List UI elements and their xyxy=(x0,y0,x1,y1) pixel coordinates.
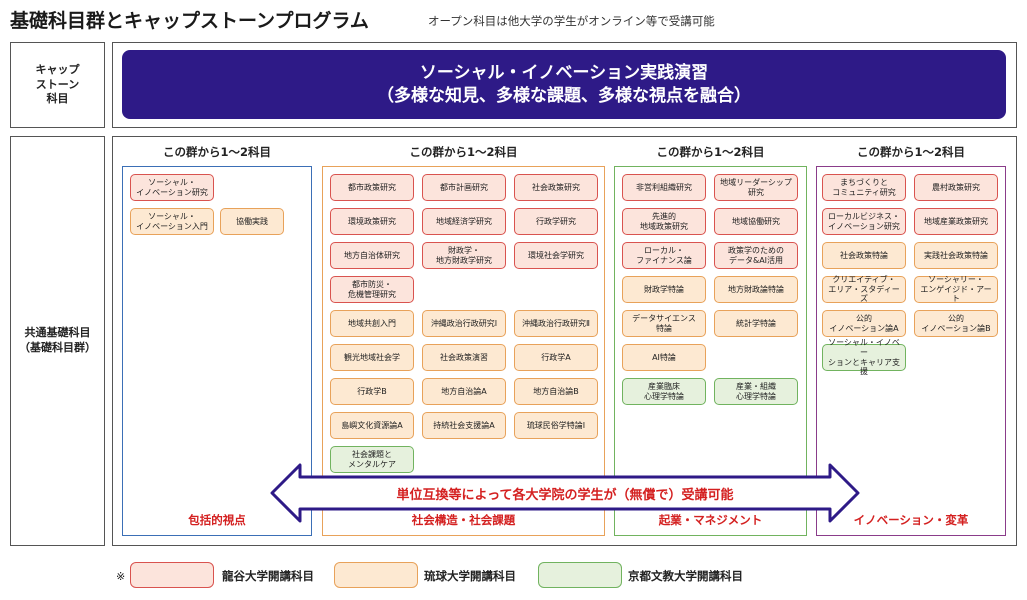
course-item: 地方自治体研究 xyxy=(330,242,414,269)
course-item: 農村政策研究 xyxy=(914,174,998,201)
course-item: 島嶼文化資源論A xyxy=(330,412,414,439)
legend-mark: ※ xyxy=(116,570,126,583)
course-item: 協働実践 xyxy=(220,208,284,235)
course-item: クリエイティブ・ エリア・スタディーズ xyxy=(822,275,906,303)
open-course-note: オープン科目は他大学の学生がオンライン等で受講可能 xyxy=(428,14,715,28)
course-item: 琉球民俗学特論Ⅰ xyxy=(514,412,598,439)
course-item: 社会政策研究 xyxy=(514,174,598,201)
course-group-category: イノベーション・変革 xyxy=(853,513,969,527)
legend-swatch xyxy=(334,562,418,588)
course-item: 観光地域社会学 xyxy=(330,344,414,371)
course-item: 産業・組織 心理学特論 xyxy=(714,378,798,405)
course-item: 都市防災・ 危機管理研究 xyxy=(330,276,414,303)
capstone-title: ソーシャル・イノベーション実践演習 xyxy=(419,62,709,83)
course-item: 地域共創入門 xyxy=(330,310,414,337)
course-group-category: 包括的視点 xyxy=(188,513,246,527)
course-group-category: 社会構造・社会課題 xyxy=(411,513,516,527)
course-item: 非営利組織研究 xyxy=(622,174,706,201)
basic-courses-label: 共通基礎科目 （基礎科目群） xyxy=(10,136,105,546)
course-item: 行政学A xyxy=(514,344,598,371)
course-item: 公的 イノベーション論B xyxy=(914,310,998,337)
course-item: 行政学B xyxy=(330,378,414,405)
course-item: まちづくりと コミュニティ研究 xyxy=(822,174,906,201)
legend-label: 琉球大学開講科目 xyxy=(424,569,516,583)
credit-transfer-text: 単位互換等によって各大学院の学生が（無償で）受講可能 xyxy=(396,488,734,503)
course-item: ローカルビジネス・ イノベーション研究 xyxy=(822,208,906,235)
course-item: 都市政策研究 xyxy=(330,174,414,201)
course-item: 財政学・ 地方財政学研究 xyxy=(422,242,506,269)
course-item: 地方自治論B xyxy=(514,378,598,405)
course-item: ソーシャル・ イノベーション研究 xyxy=(130,174,214,201)
course-item: 先進的 地域政策研究 xyxy=(622,208,706,235)
course-item: 産業臨床 心理学特論 xyxy=(622,378,706,405)
capstone-subtitle: （多様な知見、多様な課題、多様な視点を融合） xyxy=(377,85,751,106)
course-group-heading: この群から1～2科目 xyxy=(656,145,765,159)
course-item: ソーシャリー・ エンゲイジド・アート xyxy=(914,275,998,303)
course-item: 都市計画研究 xyxy=(422,174,506,201)
course-item: ローカル・ ファイナンス論 xyxy=(622,242,706,269)
course-group-box xyxy=(614,166,807,536)
course-item: 公的 イノベーション論A xyxy=(822,310,906,337)
course-item: 行政学研究 xyxy=(514,208,598,235)
legend-label: 龍谷大学開講科目 xyxy=(222,569,314,583)
course-group-heading: この群から1～2科目 xyxy=(409,145,518,159)
course-item: 地域経済学研究 xyxy=(422,208,506,235)
course-item: AI特論 xyxy=(622,344,706,371)
course-group-heading: この群から1～2科目 xyxy=(162,145,271,159)
course-item: 実践社会政策特論 xyxy=(914,242,998,269)
legend-swatch xyxy=(538,562,622,588)
course-item: ソーシャル・ イノベーション入門 xyxy=(130,208,214,235)
course-group-box xyxy=(322,166,605,536)
course-item: 沖縄政治行政研究Ⅱ xyxy=(514,310,598,337)
course-item: 環境政策研究 xyxy=(330,208,414,235)
legend-label: 京都文教大学開講科目 xyxy=(628,569,743,583)
course-item: 政策学のための データ&AI活用 xyxy=(714,242,798,269)
legend-swatch xyxy=(130,562,214,588)
course-item: 持続社会支援論A xyxy=(422,412,506,439)
course-group-box xyxy=(122,166,312,536)
course-item: データサイエンス 特論 xyxy=(622,310,706,337)
course-item: 沖縄政治行政研究Ⅰ xyxy=(422,310,506,337)
capstone-banner: ソーシャル・イノベーション実践演習 （多様な知見、多様な課題、多様な視点を融合） xyxy=(122,50,1006,119)
course-item: ソーシャル・イノベー ションとキャリア支援 xyxy=(822,338,906,376)
course-item: 社会政策演習 xyxy=(422,344,506,371)
course-group-box xyxy=(816,166,1006,536)
course-item: 地域協働研究 xyxy=(714,208,798,235)
page-title: 基礎科目群とキャップストーンプログラム xyxy=(10,10,369,32)
course-item: 地方自治論A xyxy=(422,378,506,405)
credit-transfer-arrow xyxy=(270,463,860,523)
course-item: 統計学特論 xyxy=(714,310,798,337)
course-group-heading: この群から1～2科目 xyxy=(856,145,965,159)
double-arrow-icon xyxy=(270,463,860,523)
course-item: 地方財政論特論 xyxy=(714,276,798,303)
course-item: 社会課題と メンタルケア xyxy=(330,446,414,473)
course-item: 地域産業政策研究 xyxy=(914,208,998,235)
course-item: 地域リーダーシップ 研究 xyxy=(714,174,798,201)
course-item: 財政学特論 xyxy=(622,276,706,303)
course-group-category: 起業・マネジメント xyxy=(658,513,763,527)
course-item: 社会政策特論 xyxy=(822,242,906,269)
capstone-label: キャップ ストーン 科目 xyxy=(10,42,105,128)
course-item: 環境社会学研究 xyxy=(514,242,598,269)
